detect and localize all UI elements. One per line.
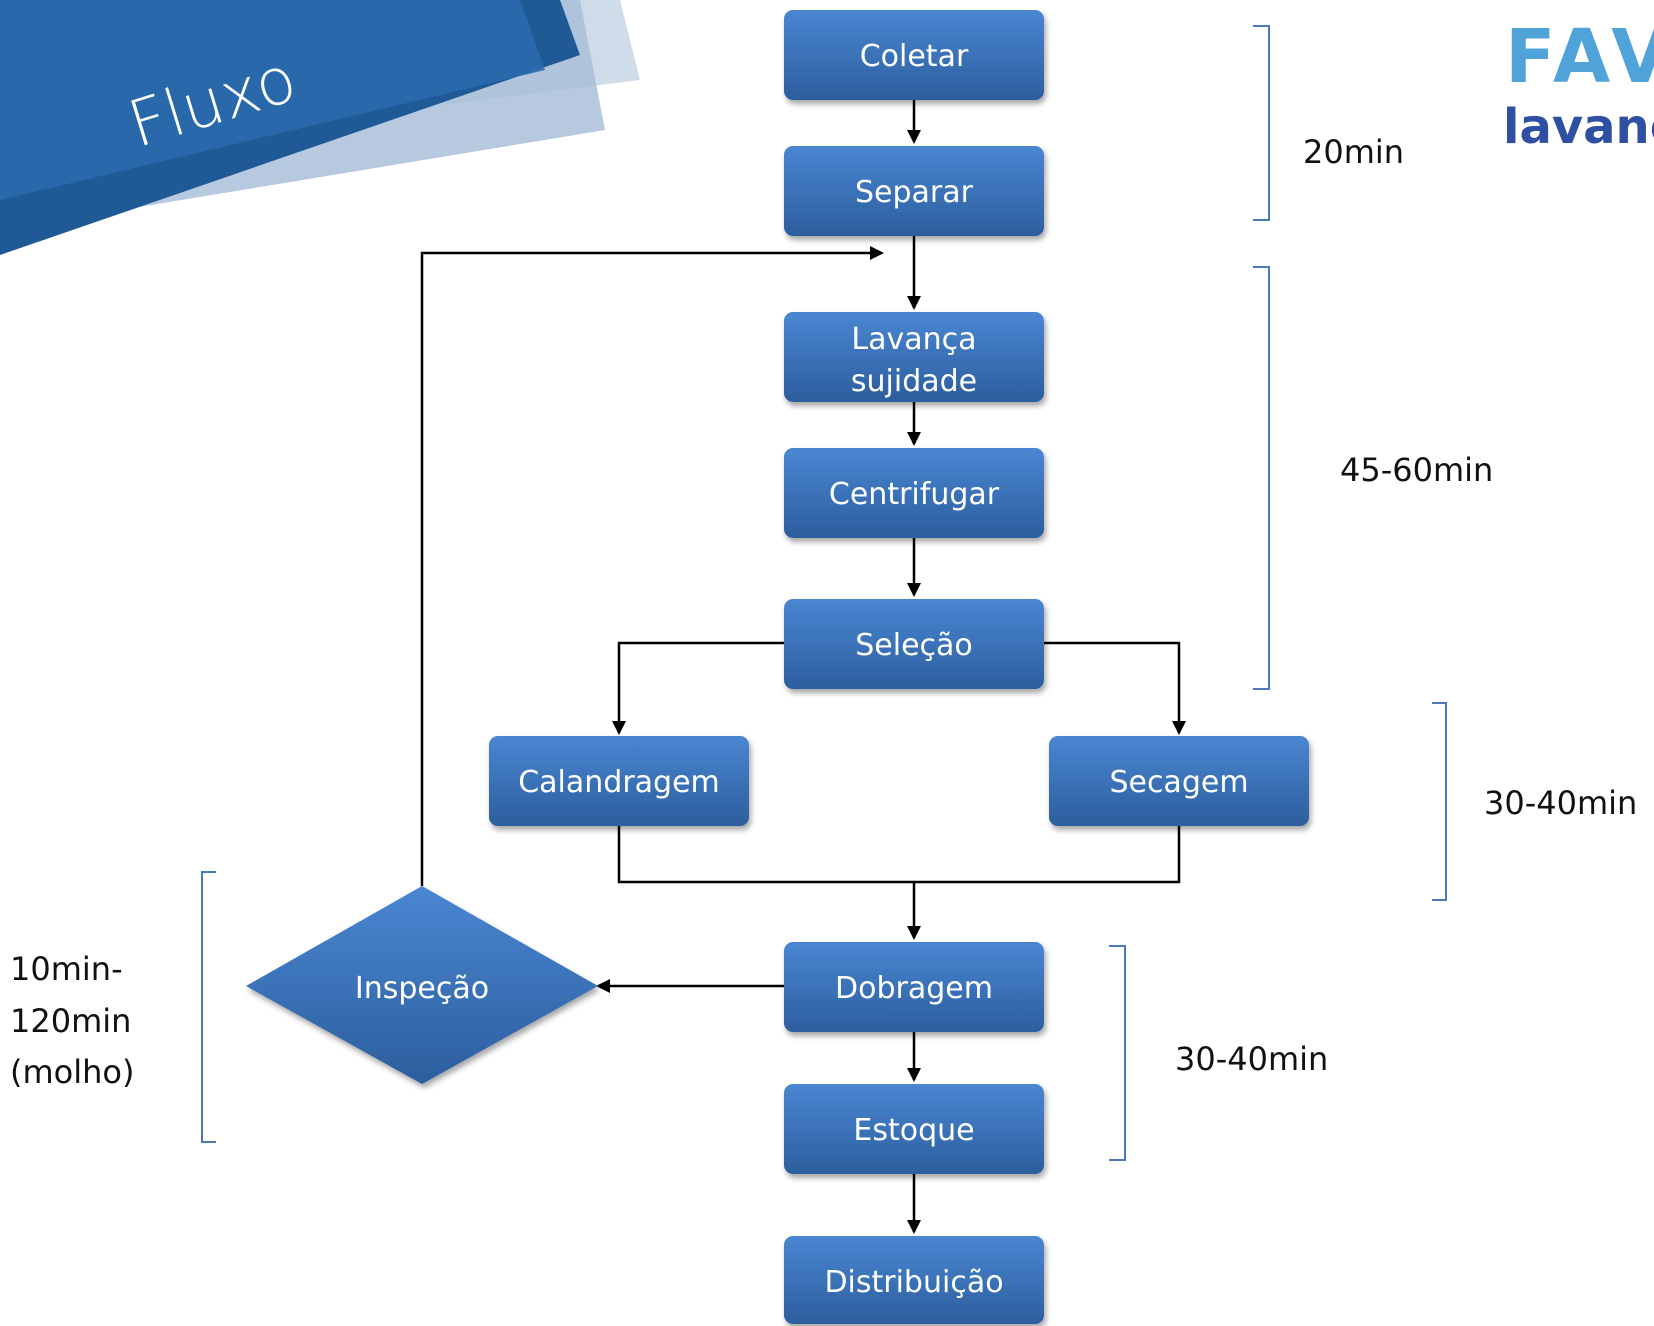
node-centrifugar: Centrifugar <box>784 448 1044 538</box>
merge-line <box>617 826 1181 884</box>
node-selecao-label: Seleção <box>855 628 973 663</box>
node-selecao: Seleção <box>784 599 1044 689</box>
node-distribuicao-label: Distribuição <box>824 1265 1003 1300</box>
time-brackets <box>201 25 1447 1161</box>
node-calandragem: Calandragem <box>489 736 749 826</box>
bracket-20min <box>1253 25 1270 221</box>
node-lavanca-label-1: Lavança <box>851 322 976 357</box>
node-calandragem-label: Calandragem <box>518 765 720 800</box>
node-secagem: Secagem <box>1049 736 1309 826</box>
node-dobragem-label: Dobragem <box>835 971 993 1006</box>
node-coletar: Coletar <box>784 10 1044 100</box>
arrow-selecao-calandragem <box>612 641 784 735</box>
node-dobragem: Dobragem <box>784 942 1044 1032</box>
arrow-selecao-secagem <box>1044 641 1186 735</box>
node-estoque-label: Estoque <box>853 1113 974 1148</box>
node-lavanca: Lavança sujidade <box>784 312 1044 402</box>
time-label-1: 20min <box>1303 133 1404 171</box>
time-label-4: 30-40min <box>1175 1040 1328 1078</box>
node-coletar-label: Coletar <box>860 39 969 74</box>
node-separar-label: Separar <box>855 175 974 210</box>
node-estoque: Estoque <box>784 1084 1044 1174</box>
bracket-30-40min-b <box>1109 945 1126 1161</box>
arrow-inspecao-rework <box>420 246 884 886</box>
bracket-45-60min <box>1253 266 1270 690</box>
time-label-2: 45-60min <box>1340 451 1493 489</box>
node-inspecao-diamond: Inspeção <box>246 886 598 1084</box>
time-label-5-line3: (molho) <box>10 1053 134 1091</box>
connectors <box>420 100 1186 1234</box>
time-label-5-line1: 10min- <box>10 950 123 988</box>
node-lavanca-label-2: sujidade <box>851 364 977 399</box>
logo-word-bottom: lavanc <box>1503 99 1654 155</box>
bracket-30-40min-a <box>1432 702 1447 901</box>
node-secagem-label: Secagem <box>1109 765 1248 800</box>
time-label-5-line2: 120min <box>10 1002 131 1040</box>
bracket-inspecao <box>201 871 216 1143</box>
node-distribuicao: Distribuição <box>784 1236 1044 1324</box>
time-label-3: 30-40min <box>1484 784 1637 822</box>
company-logo: FAV lavanc <box>1503 14 1654 155</box>
node-separar: Separar <box>784 146 1044 236</box>
title-banner: Fluxo <box>0 0 640 255</box>
logo-word-top: FAV <box>1505 14 1654 100</box>
node-centrifugar-label: Centrifugar <box>829 477 1000 512</box>
node-inspecao-label: Inspeção <box>355 971 489 1006</box>
